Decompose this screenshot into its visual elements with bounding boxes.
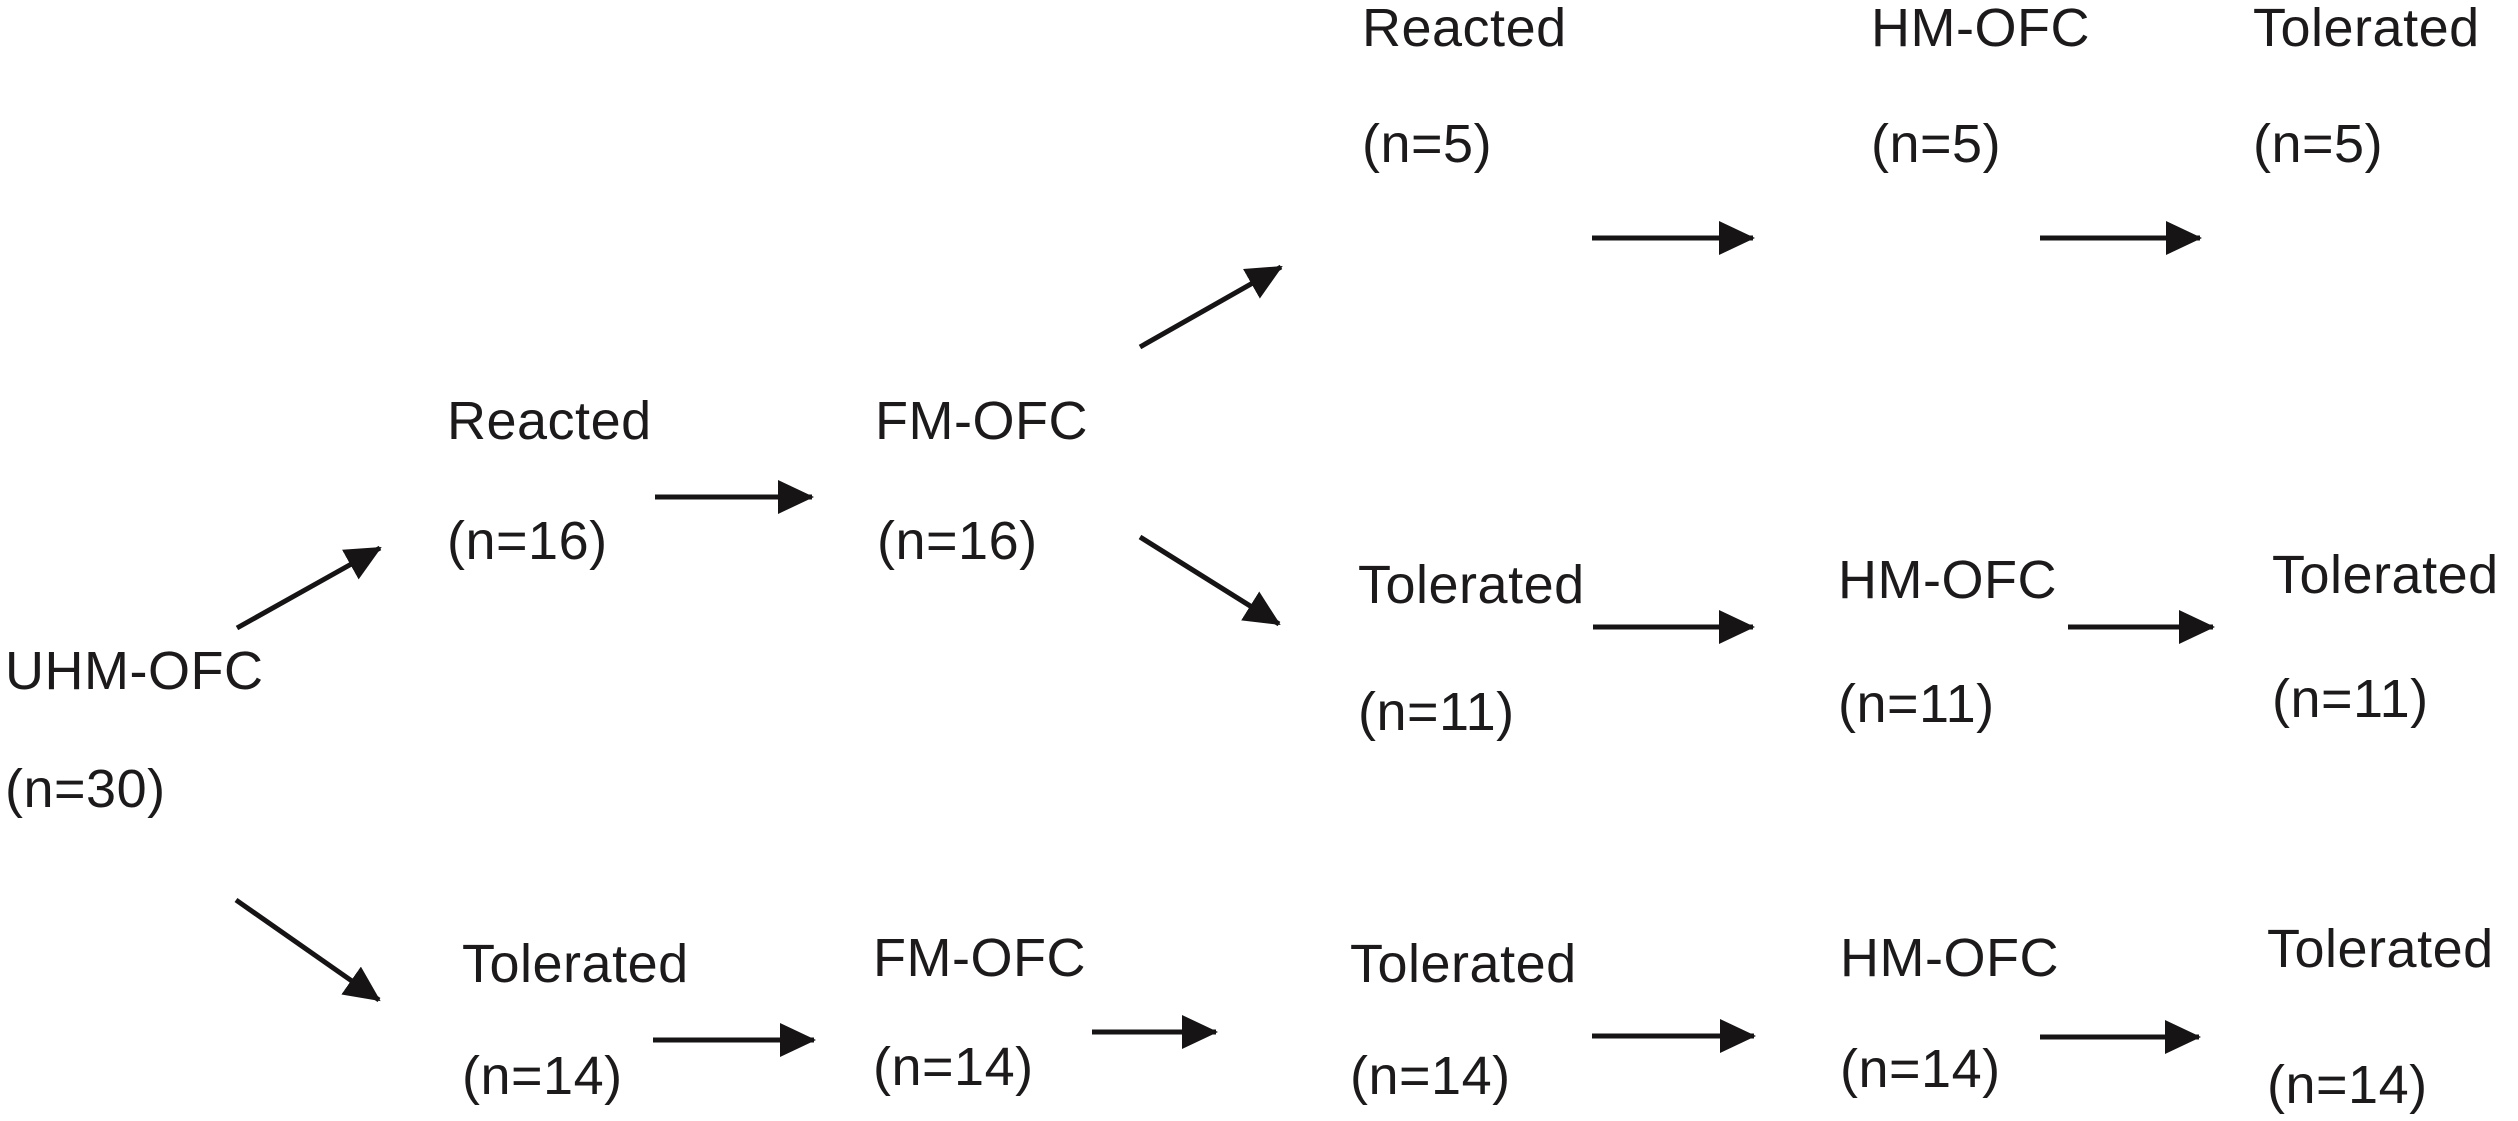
node-tolerated11-count: (n=11) [1358, 682, 1515, 742]
arrow-fmofc16-to-reacted5 [1138, 264, 1283, 350]
node-hmofc11-count: (n=11) [1838, 674, 1995, 734]
arrow-uhm-to-reacted16 [235, 545, 382, 631]
node-fmofc14-label: FM-OFC [873, 928, 1086, 988]
arrow-uhm-to-tolerated14 [234, 897, 381, 1003]
node-hmofc14-count: (n=14) [1840, 1039, 2001, 1099]
node-tolerated14-count: (n=14) [462, 1046, 623, 1106]
node-tolerated5-label: Tolerated [2253, 0, 2480, 58]
node-hmofc14-label: HM-OFC [1840, 928, 2059, 988]
node-tolerated11b-count: (n=11) [2272, 669, 2429, 729]
node-fmofc14-count: (n=14) [873, 1037, 1034, 1097]
node-uhm-ofc-label: UHM-OFC [5, 641, 264, 701]
node-reacted16-count: (n=16) [447, 511, 608, 571]
node-reacted5-count: (n=5) [1362, 114, 1493, 174]
node-hmofc5-count: (n=5) [1871, 114, 2002, 174]
node-tolerated14c-label: Tolerated [2267, 919, 2494, 979]
node-reacted16-label: Reacted [447, 391, 652, 451]
node-tolerated14c-count: (n=14) [2267, 1055, 2428, 1115]
node-tolerated14-label: Tolerated [462, 934, 689, 994]
node-tolerated14b-label: Tolerated [1350, 934, 1577, 994]
node-tolerated14b-count: (n=14) [1350, 1046, 1511, 1106]
node-hmofc11-label: HM-OFC [1838, 550, 2057, 610]
arrow-fmofc16-to-tolerated11 [1138, 534, 1281, 627]
node-hmofc5-label: HM-OFC [1871, 0, 2090, 58]
node-fmofc16-label: FM-OFC [875, 391, 1088, 451]
node-tolerated11b-label: Tolerated [2272, 545, 2499, 605]
node-tolerated11-label: Tolerated [1358, 555, 1585, 615]
node-fmofc16-count: (n=16) [877, 511, 1038, 571]
node-uhm-ofc-count: (n=30) [5, 759, 166, 819]
node-reacted5-label: Reacted [1362, 0, 1567, 58]
node-tolerated5-count: (n=5) [2253, 114, 2384, 174]
